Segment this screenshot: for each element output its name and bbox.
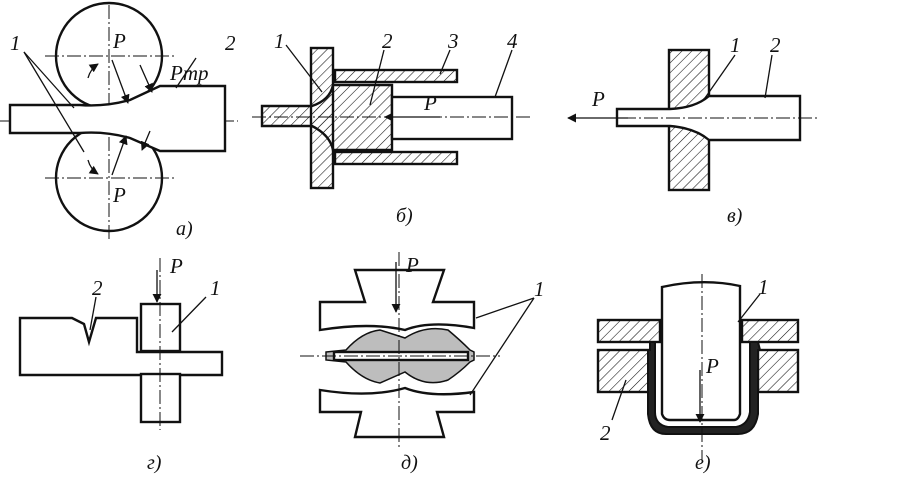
blank-holder-right bbox=[740, 318, 800, 344]
die-right bbox=[756, 348, 800, 394]
panel-drawing: 1 2 P в) bbox=[567, 33, 818, 227]
force-label: P bbox=[591, 87, 605, 111]
part-number-4: 4 bbox=[507, 29, 518, 53]
part-number-1: 1 bbox=[758, 275, 769, 299]
part-number-2: 2 bbox=[600, 421, 611, 445]
panel-deep-drawing: 1 2 P е) bbox=[596, 274, 800, 474]
friction-force-label: Pтр bbox=[169, 61, 209, 85]
caption-a: а) bbox=[176, 218, 193, 240]
part-number-1: 1 bbox=[534, 277, 545, 301]
part-number-1: 1 bbox=[10, 31, 21, 55]
part-number-2: 2 bbox=[770, 33, 781, 57]
workpiece bbox=[18, 316, 224, 377]
part-number-1: 1 bbox=[210, 276, 221, 300]
blank-holder-left bbox=[596, 318, 662, 344]
caption-d: д) bbox=[401, 452, 418, 474]
workpiece bbox=[8, 84, 227, 153]
roll-force-arrows bbox=[87, 59, 153, 176]
panel-forging: 1 P д) bbox=[300, 252, 545, 474]
part-number-2: 2 bbox=[225, 31, 236, 55]
lower-die bbox=[318, 386, 476, 439]
caption-g: г) bbox=[147, 452, 162, 474]
force-label-bottom: P bbox=[112, 183, 126, 207]
part-number-2: 2 bbox=[92, 276, 103, 300]
punch bbox=[390, 95, 514, 141]
force-label: P bbox=[423, 91, 437, 115]
force-label: P bbox=[705, 354, 719, 378]
panel-rolling: 1 2 P Pтр P а) bbox=[0, 1, 238, 240]
punch bbox=[660, 281, 742, 422]
part-number-1: 1 bbox=[730, 33, 741, 57]
panel-cutting: 2 1 P г) bbox=[18, 254, 224, 474]
caption-v: в) bbox=[727, 205, 743, 227]
caption-e: е) bbox=[695, 452, 711, 474]
force-label: P bbox=[405, 253, 419, 277]
part-number-2: 2 bbox=[382, 29, 393, 53]
force-label-top: P bbox=[112, 29, 126, 53]
leader-lines-1 bbox=[23, 51, 197, 153]
container bbox=[333, 68, 459, 84]
drawn-cup bbox=[647, 341, 762, 435]
caption-b: б) bbox=[396, 205, 413, 227]
force-label: P bbox=[169, 254, 183, 278]
part-number-3: 3 bbox=[447, 29, 459, 53]
panel-extrusion: 1 2 3 4 P б) bbox=[252, 29, 530, 227]
part-number-1: 1 bbox=[274, 29, 285, 53]
workpiece bbox=[615, 94, 802, 142]
upper-die bbox=[318, 268, 476, 332]
